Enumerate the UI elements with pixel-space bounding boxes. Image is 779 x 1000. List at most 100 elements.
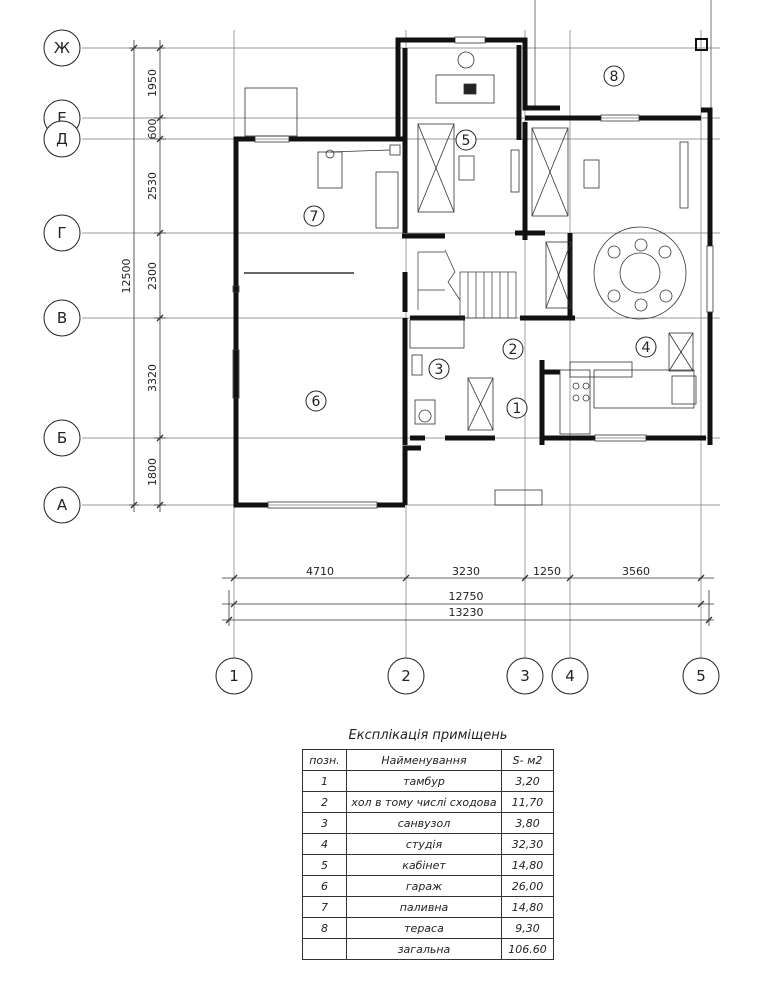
axis-bubble-4: 4 [551,657,589,695]
dim-text: 1250 [533,565,561,578]
legend-cell: загальна [345,938,503,960]
axis-grid-lines [82,30,720,658]
windows [232,36,714,509]
legend-cell: 1 [302,770,347,792]
legend-header-cell: позн. [302,749,347,771]
dim-text: 3320 [146,364,159,392]
axis-bubble-zh: Ж [43,29,81,67]
axis-bubble-5: 5 [682,657,720,695]
axis-letter: Б [57,429,67,447]
legend-cell [302,938,347,960]
floor-plan-drawing: Ж Е Д Г В Б А 1 2 3 4 5 1950 600 2530 23… [43,0,720,695]
axis-letter: В [57,309,67,327]
legend-cell: тераса [345,917,503,939]
axis-bubble-g: Г [43,214,81,252]
legend-cell: 26,00 [501,875,554,897]
legend-cell: 5 [302,854,347,876]
terrace-outline [534,0,712,118]
axis-number: 1 [229,667,239,685]
dim-text: 600 [146,119,159,140]
legend-cell: 3 [302,812,347,834]
room-explication: Експлікація приміщень позн. Найменування… [302,728,554,960]
dim-text-total: 12500 [120,259,133,294]
axis-letter: Д [56,130,68,148]
legend-cell: 7 [302,896,347,918]
axis-bubble-a: А [43,486,81,524]
legend-cell: 2 [302,791,347,813]
legend-cell: студія [345,833,503,855]
legend-cell: кабінет [345,854,503,876]
axis-number: 2 [401,667,411,685]
vertical-dimension-lines [129,40,166,512]
legend-header-row: позн. Найменування S- м2 [302,749,554,771]
room-number-1: 1 [506,397,528,419]
legend-cell: 6 [302,875,347,897]
room-number-5: 5 [455,129,477,151]
axis-letter: А [57,496,68,514]
legend-cell: 14,80 [501,896,554,918]
dim-text-total: 13230 [449,606,484,619]
room-number-text: 6 [312,394,321,410]
axis-bubble-d: Д [43,120,81,158]
dim-text: 3230 [452,565,480,578]
legend-cell: 3,20 [501,770,554,792]
dim-text: 2300 [146,262,159,290]
room-number-text: 2 [509,342,518,358]
room-number-text: 7 [310,209,319,225]
dim-text: 1800 [146,458,159,486]
room-number-2: 2 [502,338,524,360]
stair-flights [417,249,517,319]
legend-cell: 8 [302,917,347,939]
room-number-7: 7 [303,205,325,227]
room-number-text: 5 [462,133,471,149]
room-number-text: 4 [642,340,651,356]
axis-bubble-b: Б [43,419,81,457]
legend-cell: 9,30 [501,917,554,939]
dim-text: 1950 [146,69,159,97]
legend-cell: 11,70 [501,791,554,813]
room-number-text: 1 [513,401,522,417]
axis-bubble-v: В [43,299,81,337]
walls [233,37,713,508]
legend-cell: хол в тому числі сходова [345,791,503,813]
room-number-8: 8 [603,65,625,87]
legend-cell: 3,80 [501,812,554,834]
room-number-text: 3 [435,362,444,378]
room-number-text: 8 [610,69,619,85]
legend-header-cell: S- м2 [501,749,554,771]
legend-header-cell: Найменування [345,749,503,771]
room-number-3: 3 [428,358,450,380]
dim-text: 3560 [622,565,650,578]
axis-letter: Е [57,109,66,127]
legend-cell: тамбур [345,770,503,792]
legend-cell: гараж [345,875,503,897]
legend-title: Експлікація приміщень [348,728,508,743]
axis-number: 4 [565,667,575,685]
axis-letter: Ж [54,39,70,57]
axis-bubble-3: 3 [506,657,544,695]
horizontal-dimension-lines [222,574,714,626]
dim-text-total: 12750 [449,590,484,603]
legend-cell: 106.60 [501,938,554,960]
dim-text: 4710 [306,565,334,578]
axis-bubble-1: 1 [215,657,253,695]
room-number-4: 4 [635,336,657,358]
axis-number: 3 [520,667,530,685]
legend-cell: 32,30 [501,833,554,855]
room-number-6: 6 [305,390,327,412]
legend-cell: 14,80 [501,854,554,876]
axis-number: 5 [696,667,706,685]
dim-text: 2530 [146,172,159,200]
legend-cell: санвузол [345,812,503,834]
axis-letter: Г [57,224,66,242]
